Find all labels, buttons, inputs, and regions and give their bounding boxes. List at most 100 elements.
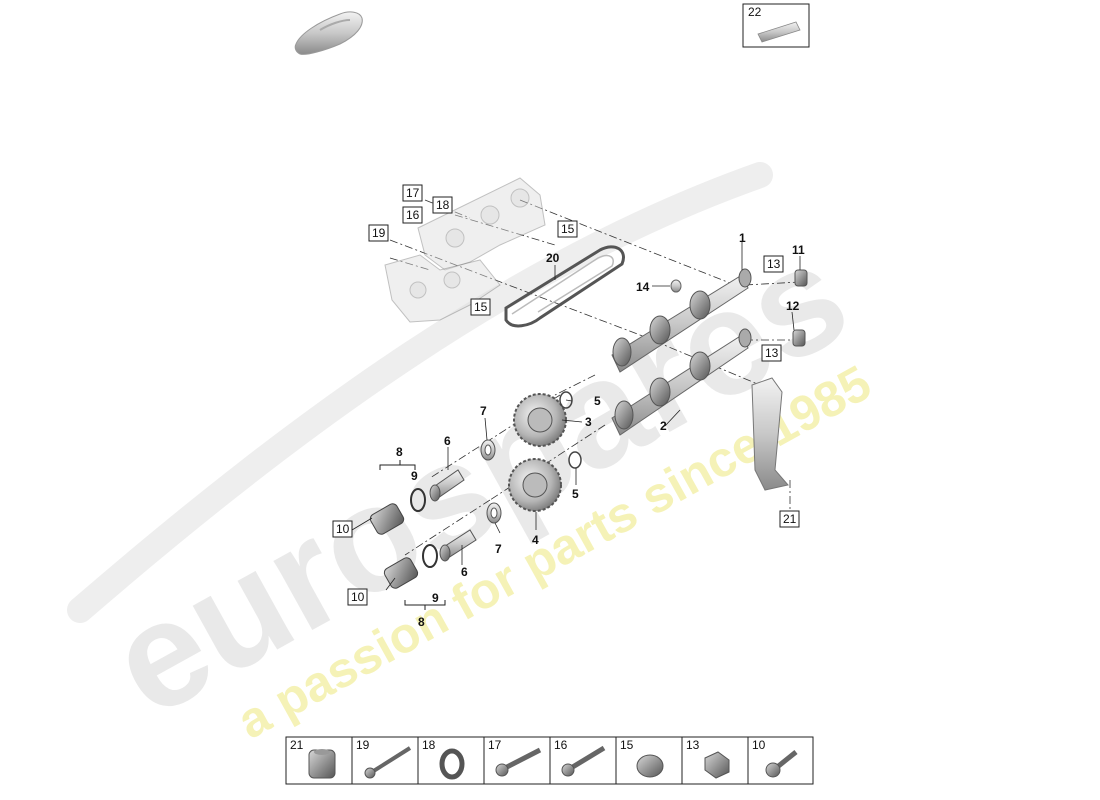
strip-item-19[interactable]: 19 bbox=[356, 738, 412, 779]
svg-text:20: 20 bbox=[546, 251, 560, 265]
svg-text:13: 13 bbox=[686, 738, 700, 752]
short-bolt-icon bbox=[765, 750, 798, 778]
callout-10a[interactable]: 10 bbox=[332, 520, 353, 538]
actuator-icon bbox=[369, 503, 405, 535]
callout-17[interactable]: 17 bbox=[402, 184, 423, 202]
svg-text:17: 17 bbox=[406, 186, 420, 200]
nut-icon bbox=[704, 751, 730, 779]
svg-text:8: 8 bbox=[396, 445, 403, 459]
sealant-tube-icon bbox=[757, 21, 801, 43]
strip-item-17[interactable]: 17 bbox=[488, 738, 542, 777]
seal-ring-icon bbox=[410, 488, 426, 512]
callout-19[interactable]: 19 bbox=[368, 224, 389, 242]
flange-bolt-icon bbox=[495, 747, 542, 777]
seal-ring-icon bbox=[439, 748, 465, 780]
svg-text:21: 21 bbox=[783, 512, 797, 526]
callout-9a[interactable]: 9 bbox=[411, 469, 418, 483]
long-bolt-icon bbox=[364, 746, 412, 779]
sensor-icon bbox=[792, 329, 806, 347]
plug-icon bbox=[670, 279, 682, 293]
callout-6b[interactable]: 6 bbox=[461, 565, 468, 579]
svg-text:15: 15 bbox=[620, 738, 634, 752]
sprocket-icon bbox=[508, 458, 562, 512]
callout-8a[interactable]: 8 bbox=[396, 445, 403, 459]
chain-guide-icon bbox=[751, 377, 789, 491]
washer-icon bbox=[486, 502, 502, 524]
o-ring-icon bbox=[559, 391, 573, 409]
parts-strip: 21 19 18 17 16 15 13 10 bbox=[285, 736, 814, 785]
callout-8b[interactable]: 8 bbox=[418, 615, 425, 629]
sprocket-icon bbox=[513, 393, 567, 447]
svg-text:13: 13 bbox=[767, 257, 781, 271]
callout-7a[interactable]: 7 bbox=[480, 404, 487, 418]
plug-icon bbox=[636, 754, 664, 778]
svg-text:14: 14 bbox=[636, 280, 650, 294]
svg-text:10: 10 bbox=[336, 522, 350, 536]
strip-item-16[interactable]: 16 bbox=[554, 738, 606, 777]
gasket-icon bbox=[504, 245, 625, 328]
svg-text:9: 9 bbox=[411, 469, 418, 483]
callout-7b[interactable]: 7 bbox=[495, 542, 502, 556]
svg-text:16: 16 bbox=[554, 738, 568, 752]
camshaft-icon bbox=[611, 268, 752, 373]
callout-20[interactable]: 20 bbox=[546, 251, 560, 265]
svg-text:4: 4 bbox=[532, 533, 539, 547]
o-ring-icon bbox=[568, 451, 582, 469]
svg-text:9: 9 bbox=[432, 591, 439, 605]
callout-15a[interactable]: 15 bbox=[557, 220, 578, 238]
svg-text:19: 19 bbox=[372, 226, 386, 240]
callout-13b[interactable]: 13 bbox=[761, 344, 782, 362]
svg-text:6: 6 bbox=[444, 434, 451, 448]
callout-4[interactable]: 4 bbox=[532, 533, 539, 547]
svg-text:6: 6 bbox=[461, 565, 468, 579]
callout-11[interactable]: 11 bbox=[792, 243, 805, 257]
callout-14[interactable]: 14 bbox=[636, 280, 650, 294]
sensor-icon bbox=[794, 269, 808, 287]
svg-text:7: 7 bbox=[495, 542, 502, 556]
strip-item-21[interactable]: 21 bbox=[290, 738, 336, 779]
callout-13a[interactable]: 13 bbox=[763, 255, 784, 273]
callout-18[interactable]: 18 bbox=[432, 196, 453, 214]
svg-text:12: 12 bbox=[786, 299, 800, 313]
camshaft-icon bbox=[611, 328, 752, 436]
callout-9b[interactable]: 9 bbox=[432, 591, 439, 605]
sleeve-icon bbox=[308, 749, 336, 779]
svg-text:2: 2 bbox=[660, 419, 667, 433]
svg-text:18: 18 bbox=[436, 198, 450, 212]
top-reference-number: 22 bbox=[748, 5, 762, 19]
callout-15b[interactable]: 15 bbox=[470, 298, 491, 316]
callout-1[interactable]: 1 bbox=[739, 231, 746, 245]
svg-text:19: 19 bbox=[356, 738, 370, 752]
callout-labels: 1 2 3 4 5 5 6 6 7 7 8 8 9 9 10 10 11 12 … bbox=[332, 184, 805, 629]
strip-item-18[interactable]: 18 bbox=[422, 738, 465, 780]
top-reference-box[interactable]: 22 bbox=[742, 3, 810, 48]
callout-12[interactable]: 12 bbox=[786, 299, 800, 313]
svg-text:16: 16 bbox=[406, 208, 420, 222]
callout-5b[interactable]: 5 bbox=[572, 487, 579, 501]
callout-5a[interactable]: 5 bbox=[594, 394, 601, 408]
svg-text:10: 10 bbox=[752, 738, 766, 752]
callout-2[interactable]: 2 bbox=[660, 419, 667, 433]
car-icon bbox=[294, 11, 363, 55]
label-leaders bbox=[351, 242, 801, 591]
svg-text:13: 13 bbox=[765, 346, 779, 360]
callout-3[interactable]: 3 bbox=[585, 415, 592, 429]
svg-text:10: 10 bbox=[351, 590, 365, 604]
flange-bolt-icon bbox=[561, 745, 606, 777]
svg-text:17: 17 bbox=[488, 738, 502, 752]
callout-21[interactable]: 21 bbox=[779, 510, 800, 528]
strip-item-15[interactable]: 15 bbox=[620, 738, 664, 778]
strip-item-13[interactable]: 13 bbox=[686, 738, 730, 779]
callout-10b[interactable]: 10 bbox=[347, 588, 368, 606]
group-brackets bbox=[379, 460, 446, 610]
central-valve-icon bbox=[429, 469, 465, 502]
svg-text:15: 15 bbox=[561, 222, 575, 236]
strip-item-10[interactable]: 10 bbox=[752, 738, 798, 778]
callout-6a[interactable]: 6 bbox=[444, 434, 451, 448]
svg-text:15: 15 bbox=[474, 300, 488, 314]
callout-16[interactable]: 16 bbox=[402, 206, 423, 224]
svg-text:5: 5 bbox=[572, 487, 579, 501]
svg-text:8: 8 bbox=[418, 615, 425, 629]
